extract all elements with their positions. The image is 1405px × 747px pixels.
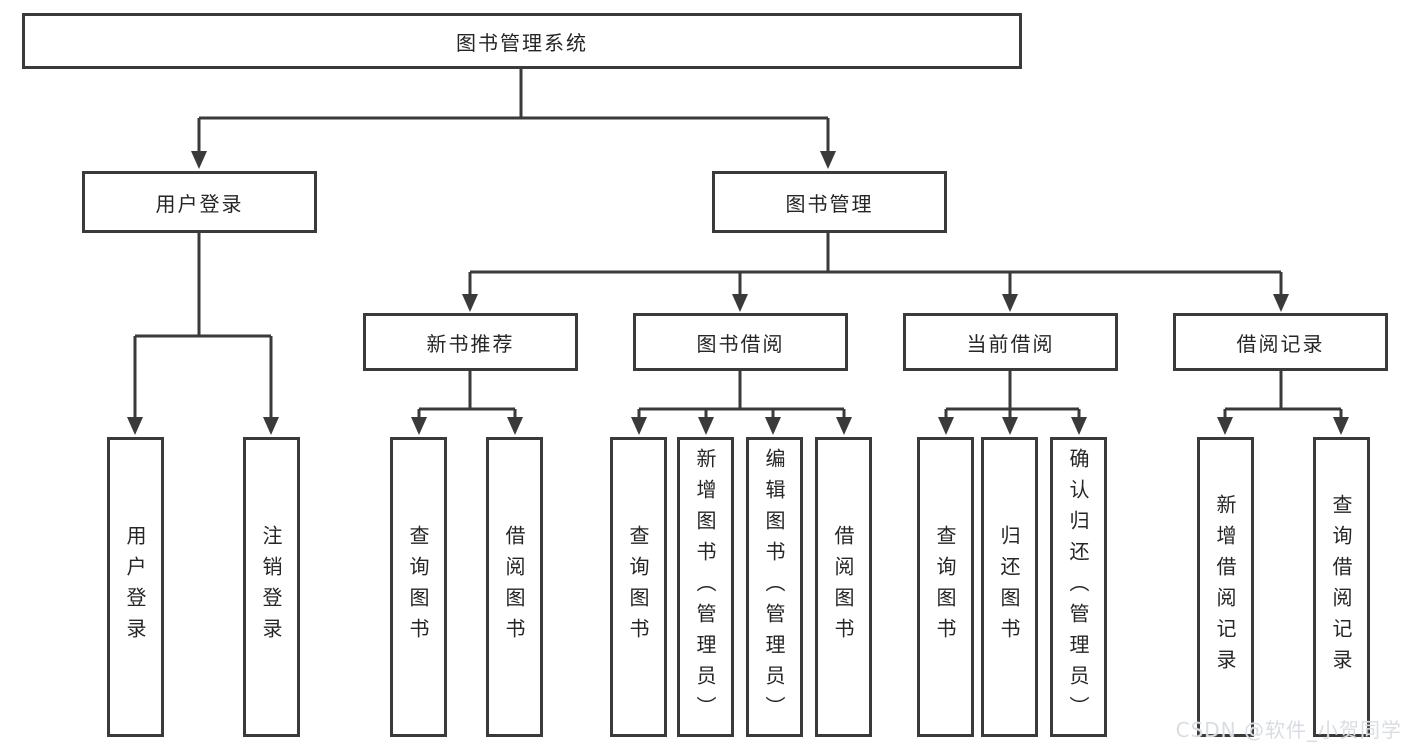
node-borrowing-records: 借阅记录 bbox=[1173, 313, 1388, 371]
leaf-logout: 注销登录 bbox=[243, 437, 300, 737]
leaf-query-books: 查询图书 bbox=[390, 437, 447, 737]
node-library-management-system: 图书管理系统 bbox=[22, 13, 1022, 69]
node-book-management: 图书管理 bbox=[712, 171, 947, 233]
leaf-user-login: 用户登录 bbox=[107, 437, 164, 737]
watermark-csdn: CSDN @软件_小贺同学 bbox=[1175, 718, 1402, 742]
leaf-add-borrow-record: 新增借阅记录 bbox=[1197, 437, 1254, 737]
leaf-return-book: 归还图书 bbox=[981, 437, 1038, 737]
node-book-borrowing: 图书借阅 bbox=[633, 313, 848, 371]
leaf-query-books-2: 查询图书 bbox=[610, 437, 667, 737]
leaf-query-books-3: 查询图书 bbox=[917, 437, 974, 737]
leaf-borrow-books-2: 借阅图书 bbox=[815, 437, 872, 737]
leaf-query-borrow-record: 查询借阅记录 bbox=[1313, 437, 1370, 737]
node-current-borrowing: 当前借阅 bbox=[903, 313, 1118, 371]
leaf-confirm-return-admin: 确认归还（管理员） bbox=[1050, 437, 1107, 737]
leaf-add-book-admin: 新增图书（管理员） bbox=[677, 437, 734, 737]
node-new-book-recommendation: 新书推荐 bbox=[363, 313, 578, 371]
leaf-edit-book-admin: 编辑图书（管理员） bbox=[746, 437, 803, 737]
node-user-login: 用户登录 bbox=[82, 171, 317, 233]
leaf-borrow-books: 借阅图书 bbox=[486, 437, 543, 737]
